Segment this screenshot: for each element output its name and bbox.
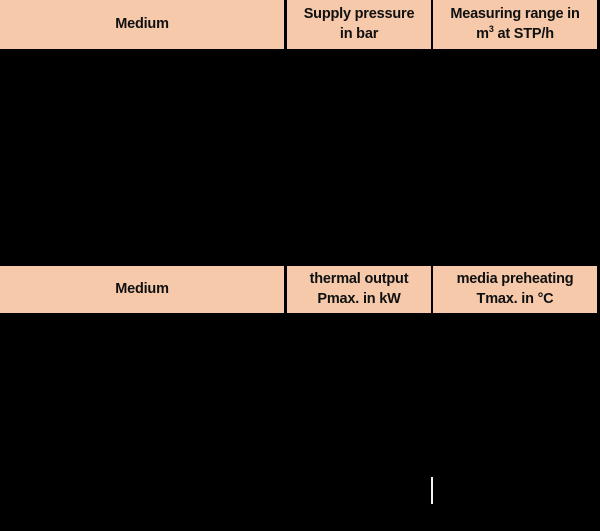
table-header-flow-capacity: Medium Supply pressure in bar Measuring …: [0, 0, 597, 49]
column-header-measuring-range-line2: m3 at STP/h: [476, 23, 554, 42]
table-body-flow-capacity: [0, 49, 600, 266]
column-header-media-preheating: media preheating Tmax. in °C: [433, 266, 597, 313]
column-header-medium-1: Medium: [0, 0, 284, 49]
column-header-supply-pressure-line2: in bar: [339, 25, 379, 42]
column-header-thermal-output-line2: Pmax. in kW: [317, 290, 401, 307]
column-header-medium-2: Medium: [0, 266, 284, 313]
column-header-supply-pressure-line1: Supply pressure: [303, 6, 415, 23]
column-header-media-preheating-line1: media preheating: [456, 271, 574, 288]
text-caret[interactable]: [431, 477, 433, 504]
column-header-thermal-output: thermal output Pmax. in kW: [287, 266, 431, 313]
column-header-medium-1-line1: Medium: [115, 15, 169, 32]
column-header-medium-2-line1: Medium: [115, 280, 169, 297]
column-header-media-preheating-line2: Tmax. in °C: [476, 290, 554, 307]
column-header-measuring-range: Measuring range in m3 at STP/h: [433, 0, 597, 49]
column-header-supply-pressure: Supply pressure in bar: [287, 0, 431, 49]
column-header-measuring-range-line1: Measuring range in: [450, 6, 580, 23]
table-header-thermal-output: Medium thermal output Pmax. in kW media …: [0, 266, 597, 313]
column-header-thermal-output-line1: thermal output: [309, 271, 409, 288]
table-body-thermal-output: [0, 313, 600, 531]
